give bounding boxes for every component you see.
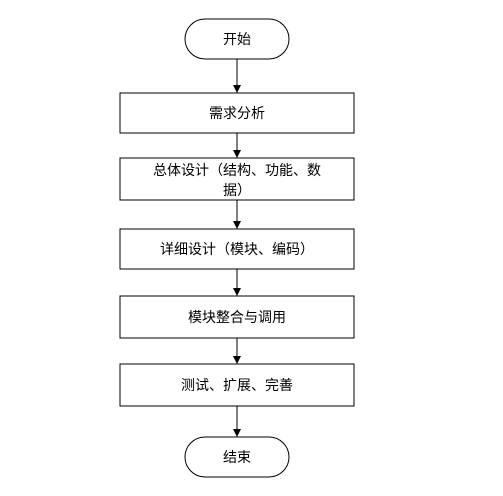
step-module-integration-box [119,295,355,339]
arrow-integration-to-testing [233,338,241,364]
arrow-testing-to-end [233,406,241,437]
step-testing-extension: 测试、扩展、完善 [119,363,355,407]
end-node: 结束 [184,436,290,478]
start-node-label: 开始 [223,32,251,48]
step-module-integration-label: 模块整合与调用 [188,310,286,326]
arrow-detailed-design-to-integration [233,269,241,296]
step-overall-design-label-line1: 总体设计（结构、功能、数 [153,163,321,179]
step-requirements-analysis: 需求分析 [119,92,355,134]
start-node: 开始 [184,18,290,60]
arrow-requirements-to-overall-design [233,133,241,158]
step-detailed-design: 详细设计（模块、编码） [119,228,355,270]
step-requirements-analysis-label: 需求分析 [209,106,265,122]
step-overall-design: 总体设计（结构、功能、数 据） [119,157,355,201]
arrow-start-to-requirements [233,59,241,93]
step-module-integration: 模块整合与调用 [119,295,355,339]
step-testing-extension-box [119,363,355,407]
end-node-shape [184,436,290,478]
step-testing-extension-label: 测试、扩展、完善 [181,378,293,394]
step-detailed-design-label: 详细设计（模块、编码） [160,242,314,258]
step-overall-design-label-line2: 据） [223,183,251,199]
arrow-overall-to-detailed-design [233,200,241,229]
step-detailed-design-box [119,228,355,270]
end-node-label: 结束 [223,450,251,466]
step-requirements-analysis-box [119,92,355,134]
